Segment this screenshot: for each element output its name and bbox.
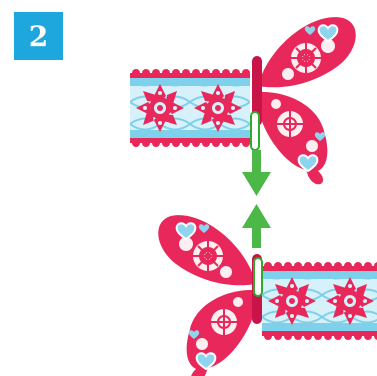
top-butterfly-band-piece <box>130 17 356 184</box>
bottom-lace-band <box>262 262 377 340</box>
bottom-butterfly-icon <box>158 215 262 376</box>
bottom-slot-tab <box>254 258 262 296</box>
top-slot-tab <box>251 112 259 150</box>
top-lace-band <box>130 69 250 147</box>
bottom-butterfly-band-piece <box>158 215 377 376</box>
top-butterfly-icon <box>252 17 356 184</box>
join-arrows-icon <box>242 150 271 248</box>
